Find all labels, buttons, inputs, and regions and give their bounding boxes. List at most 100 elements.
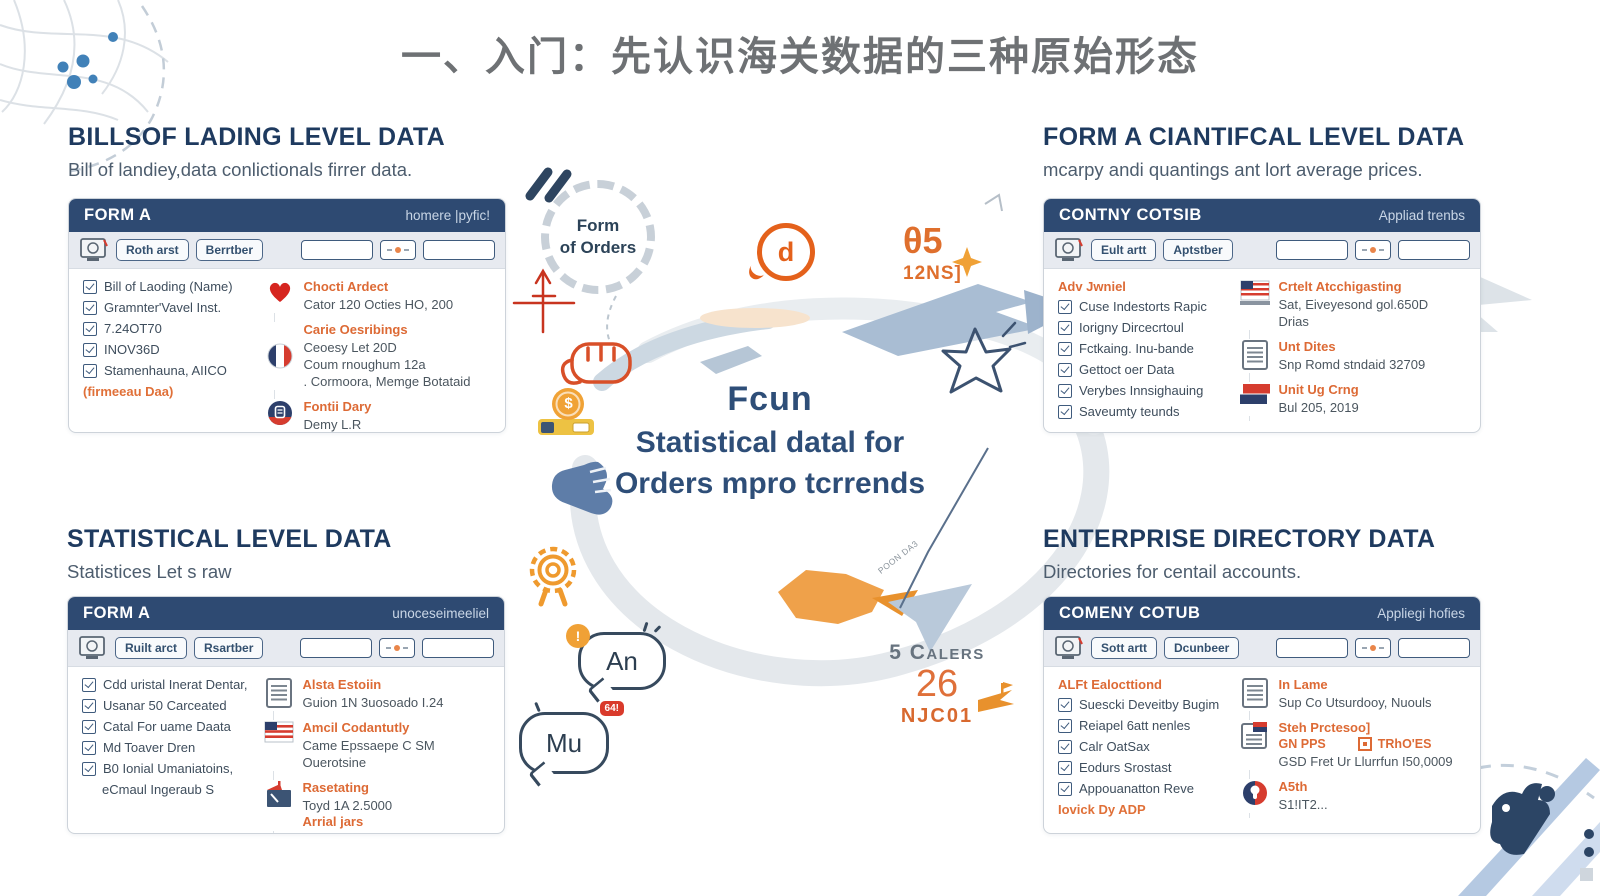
checkbox[interactable] (1058, 300, 1072, 314)
group-label: Unit Ug Crng (1278, 382, 1359, 397)
form-card: CONTNY COTSIB Appliad trenbs Eult artt A… (1043, 198, 1481, 433)
panel-enterprise-directory: ENTERPRISE DIRECTORY DATA Directories fo… (1043, 524, 1481, 834)
checklist-item: INOV36D (83, 342, 270, 358)
checkbox[interactable] (82, 741, 96, 755)
metric-top: θ5 12NS] (903, 220, 962, 285)
group-line: Toyd 1A 2.5000 (302, 798, 393, 813)
checkbox[interactable] (83, 280, 97, 294)
toolbar-button-2[interactable]: Dcunbeer (1164, 637, 1240, 659)
group-line: S1!IT2... (1278, 797, 1328, 812)
detail-group: Crtelt Atcchigasting Sat, Eiveyesond gol… (1239, 279, 1474, 330)
bracket-sketch (984, 193, 1003, 212)
checkbox[interactable] (82, 720, 96, 734)
group-line: GSD Fret Ur Llurrfun I50,0009 (1278, 754, 1453, 769)
form-toolbar: Ruilt arct Rsartber (68, 630, 504, 667)
checkbox[interactable] (1058, 384, 1072, 398)
toolbar-button-2[interactable]: Berrtber (195, 239, 264, 261)
toolbar-mini-input[interactable] (1355, 240, 1391, 260)
checkbox[interactable] (83, 364, 97, 378)
form-circle-line2: of Orders (559, 238, 637, 257)
checkbox[interactable] (83, 301, 97, 315)
metric-right-sub: NJC01 (900, 704, 974, 727)
group-line: Sup Co Utsurdooy, Nuouls (1278, 695, 1432, 710)
group-label: Amcil Codantutly (302, 720, 410, 735)
checklist-label: Usanar 50 Carceated (103, 698, 227, 713)
checkbox[interactable] (82, 762, 96, 776)
peach-smudge (700, 308, 810, 328)
group-label: In Lame (1278, 677, 1328, 692)
device-icon (1054, 635, 1084, 662)
toolbar-mini-input[interactable] (379, 638, 415, 658)
checkbox[interactable] (1058, 405, 1072, 419)
form-toolbar: Roth arst Berrtber (69, 232, 505, 269)
device-icon (79, 237, 109, 264)
group-label: Rasetating (302, 780, 369, 795)
checklist-item: B0 Ionial Umaniatoins, (82, 761, 269, 777)
checklist-item: Gettoct oer Data (1058, 362, 1245, 378)
toolbar-input-1[interactable] (1276, 638, 1348, 658)
checkbox[interactable] (1058, 363, 1072, 377)
checklist-label: eCmaul Ingeraub S (102, 782, 215, 797)
detail-group: Rasetating Toyd 1A 2.5000 Arrial jars (263, 780, 498, 831)
form-header: FORM A homere |pyfic! (69, 199, 505, 232)
checkbox[interactable] (1058, 342, 1072, 356)
checkbox[interactable] (1058, 782, 1072, 796)
checklist-item: Calr OatSax (1058, 739, 1245, 755)
checklist-label: Saveumty teunds (1079, 404, 1180, 419)
metric-top-value: θ5 (903, 220, 943, 261)
form-header-right: Appliad trenbs (1378, 208, 1465, 223)
metric-right: 5 Calers 26 NJC01 (862, 641, 1012, 728)
panel-title: STATISTICAL LEVEL DATA (67, 525, 392, 553)
toolbar-input-1[interactable] (301, 240, 373, 260)
toolbar-button-1[interactable]: Ruilt arct (115, 637, 188, 659)
toolbar-input-2[interactable] (422, 638, 494, 658)
dollar-symbol: $ (564, 395, 573, 412)
checkbox[interactable] (1058, 698, 1072, 712)
group-line: . Cormoora, Memge Botataid (303, 374, 471, 389)
checklist-item: Iorigny Dircecrtoul (1058, 320, 1245, 336)
checkbox[interactable] (1058, 740, 1072, 754)
checkbox[interactable] (83, 322, 97, 336)
network-globe-sketch (0, 0, 169, 125)
toolbar-mini-input[interactable] (380, 240, 416, 260)
orange-note: (firmeeau Daa) (83, 384, 174, 399)
checkbox[interactable] (1058, 761, 1072, 775)
us-flag-icon (263, 720, 294, 771)
checklist-item: Verybes Innsighauing (1058, 383, 1245, 399)
checkbox[interactable] (83, 343, 97, 357)
corner-eye-dot (1502, 804, 1510, 812)
form-header: CONTNY COTSIB Appliad trenbs (1044, 199, 1480, 232)
toolbar-input-1[interactable] (300, 638, 372, 658)
form-body: Adv Jwniel Cuse Indestorts Rapic Iorigny… (1044, 269, 1480, 431)
toolbar-input-2[interactable] (1398, 638, 1470, 658)
detail-column: Alsta Estoiin Guion 1N 3uosoado I.24 Amc… (263, 677, 498, 833)
toolbar-button-1[interactable]: Sott artt (1091, 637, 1157, 659)
checkbox[interactable] (1058, 321, 1072, 335)
toolbar-mini-input[interactable] (1355, 638, 1391, 658)
toolbar-input-1[interactable] (1276, 240, 1348, 260)
corner-abstract-logo (1490, 783, 1555, 855)
panel-statistical-level: STATISTICAL LEVEL DATA Statistices Let s… (67, 524, 505, 834)
toolbar-button-2[interactable]: Aptstber (1163, 239, 1233, 261)
checklist-label: Appouanatton Reve (1079, 781, 1194, 796)
hand-fingers (589, 466, 612, 494)
panel-form-a-statistical: FORM A CIANTIFCAL LEVEL DATA mcarpy andi… (1043, 122, 1481, 433)
group-label: A5th (1278, 779, 1308, 794)
corner-gray-square (1580, 868, 1593, 881)
toolbar-input-2[interactable] (1398, 240, 1470, 260)
panel-subtitle: Bill of landiey,data conlictionals firre… (68, 159, 413, 180)
toolbar-input-2[interactable] (423, 240, 495, 260)
checkbox[interactable] (1058, 719, 1072, 733)
toolbar-button-2[interactable]: Rsartber (194, 637, 264, 659)
star-burst-icon (941, 327, 1012, 394)
checklist-item: Catal For uame Daata (82, 719, 269, 735)
group-line: Demy L.R (303, 417, 362, 432)
slash-marks-icon (525, 167, 572, 203)
toolbar-button-1[interactable]: Roth arst (116, 239, 189, 261)
center-headline: Fcun Statistical datal for Orders mpro t… (555, 380, 985, 501)
checkbox[interactable] (82, 699, 96, 713)
toolbar-button-1[interactable]: Eult artt (1091, 239, 1157, 261)
orange-dot-icon (1370, 247, 1376, 253)
chat-bubble-an: An ! (566, 621, 666, 690)
checkbox[interactable] (82, 678, 96, 692)
